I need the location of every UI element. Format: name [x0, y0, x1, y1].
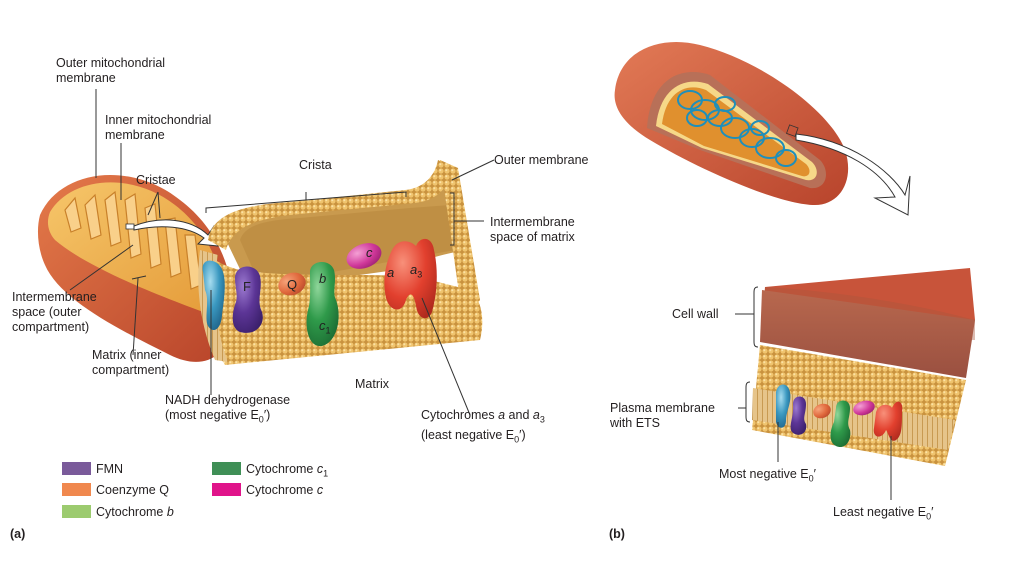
electron-transport-chain: [202, 238, 437, 347]
zoom-arrow: [133, 219, 219, 247]
label-intermembrane-space-outer: Intermembrane space (outer compartment): [12, 290, 97, 334]
nadh-dehydrogenase-protein: [202, 260, 225, 331]
cell-wall-block: [760, 268, 975, 378]
legend-swatch-cytochrome-c1: [212, 462, 241, 475]
label-cristae: Cristae: [136, 173, 176, 187]
label-outer-membrane: Outer membrane: [494, 153, 589, 167]
protein-label-cyt-a: a: [387, 265, 395, 280]
protein-label-fmn: F: [243, 279, 251, 294]
leader-lines-b: [735, 286, 892, 500]
label-crista: Crista: [299, 158, 332, 172]
fmn-protein: [232, 266, 263, 333]
protein-label-coq: Q: [287, 277, 298, 292]
label-inner-mitochondrial-membrane: Inner mitochondrial membrane: [105, 113, 212, 142]
leader-lines-a: [69, 89, 495, 416]
legend-item-fmn: FMN: [62, 462, 123, 477]
zoom-arrow-b: [795, 133, 911, 216]
label-cell-wall: Cell wall: [672, 307, 719, 321]
cytochrome-b-c1-protein: [306, 261, 339, 347]
label-most-negative-e0: Most negative E0′: [719, 467, 816, 484]
protein-label-cyt-a3: a3: [410, 262, 423, 280]
legend-item-cytochrome-c1: Cytochrome c1: [212, 462, 328, 482]
ets-proteins-b: [776, 384, 903, 448]
cytochrome-a-a3-protein: [384, 238, 437, 319]
legend-swatch-fmn: [62, 462, 91, 475]
protein-label-cyt-b: b: [319, 271, 327, 286]
legend-swatch-cytochrome-b: [62, 505, 91, 518]
protein-label-cyt-c: c: [366, 245, 373, 260]
label-outer-mitochondrial-membrane: Outer mitochondrial membrane: [56, 56, 166, 85]
label-matrix: Matrix: [355, 377, 390, 391]
protein-label-cyt-c1: c1: [319, 318, 331, 336]
panel-tag-b: (b): [609, 527, 625, 541]
label-cytochromes-a-a3: Cytochromes a and a3 (least negative E0′…: [421, 408, 545, 444]
dna-icon: [677, 90, 797, 167]
label-plasma-membrane-with-ets: Plasma membrane with ETS: [610, 401, 715, 430]
label-intermembrane-space-of-matrix: Intermembrane space of matrix: [490, 215, 575, 244]
label-nadh-dehydrogenase: NADH dehydrogenase (most negative E0′): [165, 393, 291, 425]
legend-item-cytochrome-b: Cytochrome b: [62, 505, 174, 520]
bacterium: [614, 42, 849, 205]
cytochrome-c-protein: [346, 243, 382, 269]
legend-item-coenzyme-q: Coenzyme Q: [62, 483, 169, 498]
legend-swatch-cytochrome-c: [212, 483, 241, 496]
label-least-negative-e0: Least negative E0′: [833, 505, 934, 522]
coenzyme-q-protein: [278, 272, 306, 296]
label-matrix-inner-compartment: Matrix (inner compartment): [92, 348, 170, 377]
legend-item-cytochrome-c: Cytochrome c: [212, 483, 323, 498]
crista-membrane: [198, 160, 483, 365]
panel-tag-a: (a): [10, 527, 26, 541]
legend-swatch-coenzyme-q: [62, 483, 91, 496]
